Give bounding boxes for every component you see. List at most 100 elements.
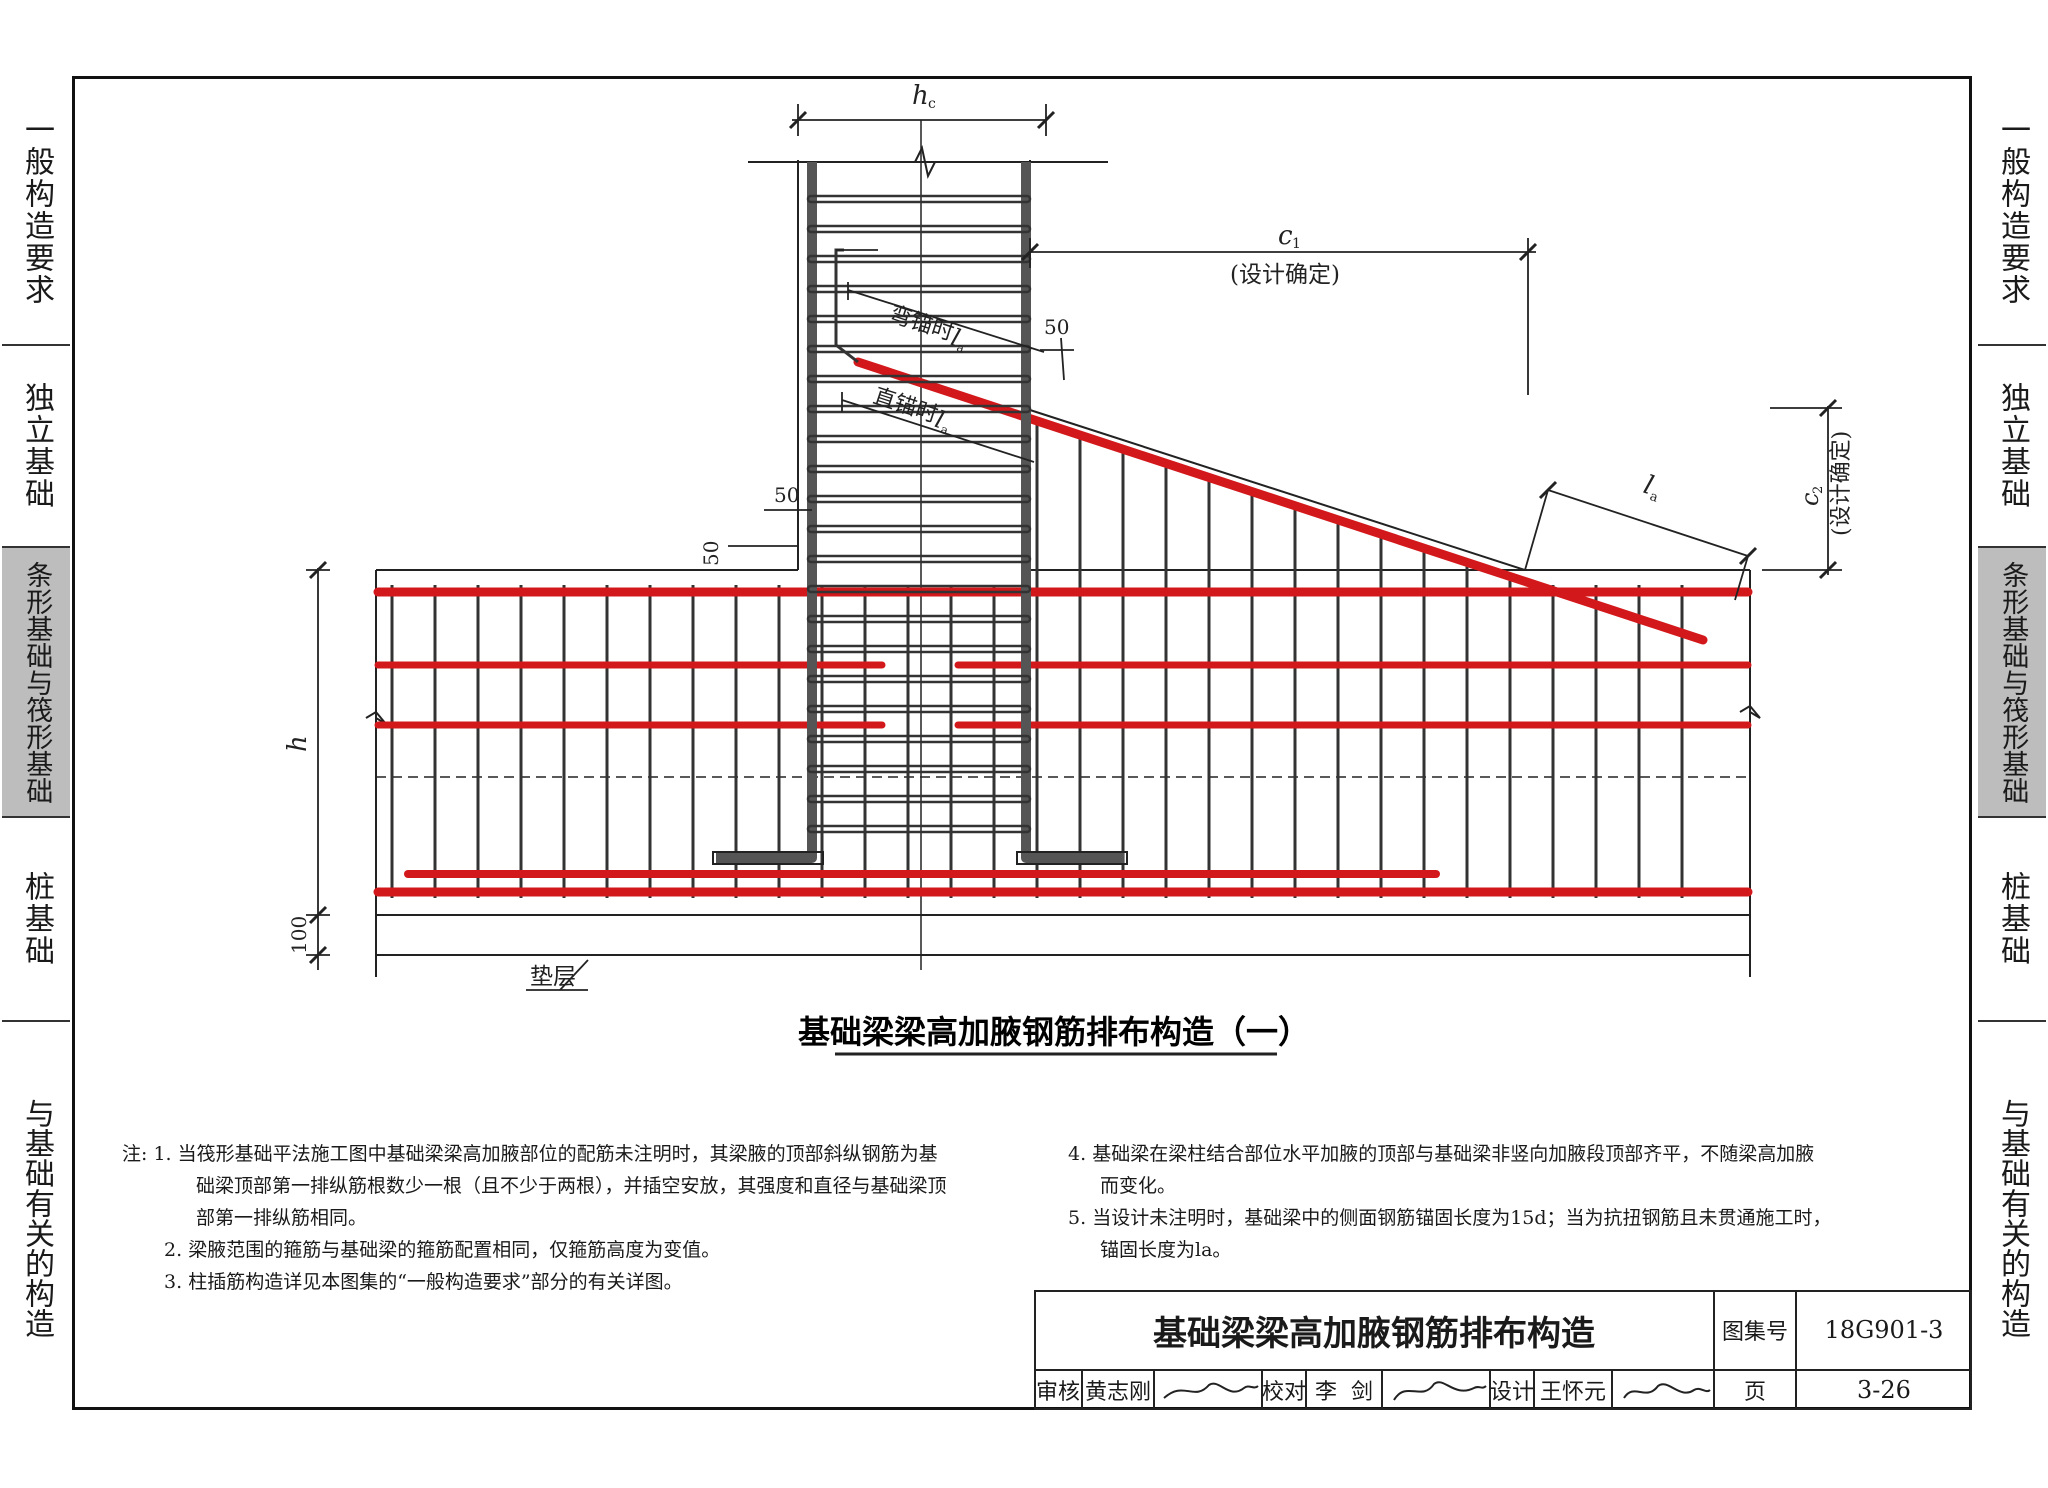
tab-pile-label: 桩基础 [19,871,54,967]
column-tie [806,284,1032,294]
tab-isolated-right[interactable]: 独立基础 [1978,346,2046,546]
label-c2-sub: 2 [1811,486,1826,494]
column-tie [806,374,1032,384]
tab-isolated-label: 独立基础 [1995,382,2030,510]
note-4-num: 4. [1068,1143,1087,1165]
column-tie [806,794,1032,804]
column-tie [806,524,1032,534]
label-hc-sub: c [928,96,936,112]
tab-strip-raft-left[interactable]: 条形基础与筏形基础 [2,548,70,816]
label-cushion: 垫层 [530,964,576,990]
tab-general-label: 一般构造要求 [19,114,54,306]
label-50-mid: 50 [774,483,799,507]
review-label: 审核 [1035,1380,1080,1405]
column-tie [806,824,1032,834]
column-tie [806,434,1032,444]
tab-related-label: 与基础有关的构造 [1995,1097,2030,1338]
note-1-line-3: 部第一排纵筋相同。 [196,1207,368,1229]
note-5-line-1: 当设计未注明时，基础梁中的侧面钢筋锚固长度为15d；当为抗扭钢筋且未贯通施工时， [1092,1207,1832,1229]
notes-right: 4. 基础梁在梁柱结合部位水平加腋的顶部与基础梁非竖向加腋段顶部齐平，不随梁高加… [1068,1138,1832,1266]
label-c1-sub: 1 [1292,236,1301,252]
note-1-line-1: 当筏形基础平法施工图中基础梁梁高加腋部位的配筋未注明时，其梁腋的顶部斜纵钢筋为基 [177,1143,938,1165]
label-c2-note: (设计确定) [1829,431,1854,536]
column-tie [806,554,1032,564]
tab-strip-raft-label: 条形基础与筏形基础 [1997,560,2029,804]
note-5-line-2: 锚固长度为la。 [1100,1239,1232,1261]
note-2-line-1: 梁腋范围的箍筋与基础梁的箍筋配置相同，仅箍筋高度为变值。 [188,1239,721,1261]
tab-strip-raft-right[interactable]: 条形基础与筏形基础 [1978,548,2046,816]
label-c1-note: (设计确定) [1230,262,1340,288]
tab-general-left[interactable]: 一般构造要求 [2,76,70,344]
drawing-frame [72,76,1972,1410]
dimension-ticks [308,110,1838,965]
note-4-line-1: 基础梁在梁柱结合部位水平加腋的顶部与基础梁非竖向加腋段顶部齐平，不随梁高加腋 [1092,1143,1815,1165]
column-tie [806,314,1032,324]
tab-isolated-label: 独立基础 [19,382,54,510]
design-label: 设计 [1490,1380,1535,1405]
note-3-num: 3. [164,1271,183,1293]
column-tie [806,224,1032,234]
tab-related-label: 与基础有关的构造 [19,1097,54,1338]
note-5-num: 5. [1068,1207,1087,1229]
note-3-line-1: 柱插筋构造详见本图集的“一般构造要求”部分的有关详图。 [188,1271,683,1293]
column-tie [806,254,1032,264]
column-insert-bar-outline [712,851,1128,865]
column-tie [806,614,1032,624]
title-block-title: 基础梁梁高加腋钢筋排布构造 [1153,1313,1595,1354]
label-100: 100 [287,916,311,954]
column-tie [806,644,1032,654]
page-number: 3-26 [1857,1376,1911,1404]
column-tie [806,494,1032,504]
note-2-num: 2. [164,1239,183,1261]
label-straight-la-sub: a [939,422,950,438]
check-label: 校对 [1262,1380,1307,1405]
note-1-num: 1. [153,1143,172,1165]
label-bend-la-sub: a [955,340,966,356]
column-ties [806,194,1032,834]
designer-name: 王怀元 [1539,1380,1606,1405]
notes-left: 注: 1. 当筏形基础平法施工图中基础梁梁高加腋部位的配筋未注明时，其梁腋的顶部… [122,1138,947,1298]
tab-isolated-left[interactable]: 独立基础 [2,346,70,546]
label-straight-anchor: 直锚时 [870,384,941,428]
label-50-top: 50 [1044,315,1069,339]
right-side-tabs: 一般构造要求 独立基础 条形基础与筏形基础 桩基础 与基础有关的构造 [1978,76,2046,1413]
column-tie [806,764,1032,774]
note-1-line-2: 础梁顶部第一排纵筋根数少一根（且不少于两根），并插空安放，其强度和直径与基础梁顶 [196,1175,947,1197]
column-tie [806,404,1032,414]
atlas-number: 18G901-3 [1824,1316,1944,1344]
tab-pile-label: 桩基础 [1995,871,2030,967]
atlas-label: 图集号 [1721,1320,1788,1345]
tab-related-left[interactable]: 与基础有关的构造 [2,1022,70,1413]
tab-related-right[interactable]: 与基础有关的构造 [1978,1022,2046,1413]
column-tie [806,734,1032,744]
column-tie [806,584,1032,594]
title-block-grid [1034,1290,1972,1410]
checker-name: 李 剑 [1315,1380,1373,1405]
label-hc: h [912,81,929,111]
tab-general-right[interactable]: 一般构造要求 [1978,76,2046,344]
column-tie [806,344,1032,354]
stirrups [390,420,1684,898]
tab-general-label: 一般构造要求 [1995,114,2030,306]
tab-pile-right[interactable]: 桩基础 [1978,818,2046,1020]
column-tie [806,674,1032,684]
note-4-line-2: 而变化。 [1100,1175,1177,1197]
beam-longitudinal-rebars [373,357,1753,897]
reviewer-name: 黄志刚 [1084,1380,1151,1405]
tab-strip-raft-label: 条形基础与筏形基础 [21,560,53,804]
notes-prefix: 注: [122,1143,148,1165]
column-tie [806,464,1032,474]
label-c2: c [1796,493,1824,506]
label-c1: c [1278,221,1293,251]
tab-pile-left[interactable]: 桩基础 [2,818,70,1020]
column-tie [806,704,1032,714]
left-side-tabs: 一般构造要求 独立基础 条形基础与筏形基础 桩基础 与基础有关的构造 [2,76,70,1413]
page-label: 页 [1743,1380,1766,1405]
signature-marks [1163,1381,1711,1401]
title-block: 基础梁梁高加腋钢筋排布构造 图集号 18G901-3 审核 黄志刚 校对 李 剑… [1034,1290,1972,1410]
column-insert-bars [716,162,1124,863]
beam-outline [365,120,1761,977]
drawing-title: 基础梁梁高加腋钢筋排布构造（一） [798,1013,1310,1051]
label-h: h [283,735,313,752]
